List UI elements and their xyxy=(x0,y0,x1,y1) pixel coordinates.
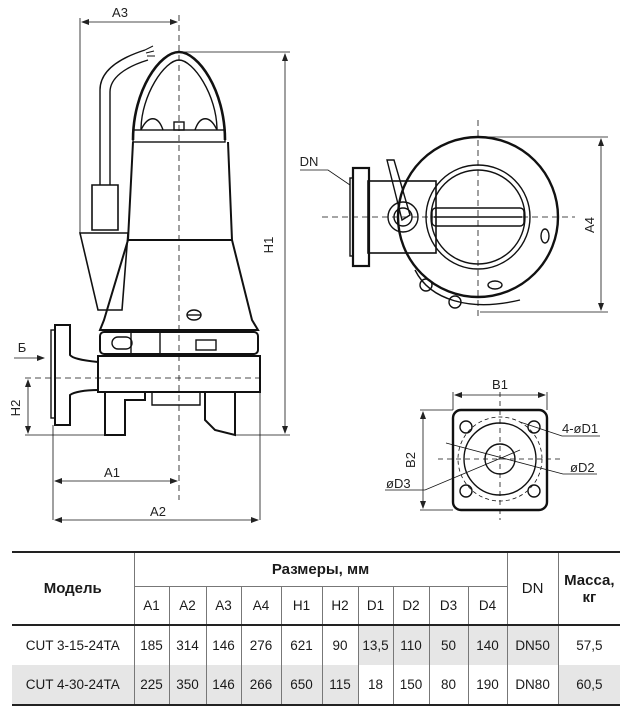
cell-dn: DN50 xyxy=(506,625,559,665)
cell-a1: 185 xyxy=(133,625,169,665)
cell-mass: 57,5 xyxy=(557,625,621,665)
header-a3: A3 xyxy=(205,586,241,625)
cell-a4: 266 xyxy=(240,665,281,705)
header-a4: A4 xyxy=(240,586,281,625)
header-mass: Масса, кг xyxy=(557,552,621,625)
header-d4: D4 xyxy=(467,586,508,625)
table-row: CUT 4-30-24TA 225 350 146 266 650 115 18… xyxy=(12,665,621,705)
label-a2: A2 xyxy=(150,504,166,519)
pump-side-view xyxy=(14,15,290,523)
cell-d4: 190 xyxy=(467,665,508,705)
cell-d2: 150 xyxy=(392,665,429,705)
cell-model: CUT 4-30-24TA xyxy=(12,665,134,705)
cell-a3: 146 xyxy=(205,665,241,705)
cell-mass: 60,5 xyxy=(557,665,621,705)
header-model: Модель xyxy=(43,580,102,597)
cell-d2: 110 xyxy=(392,625,429,665)
cell-model: CUT 3-15-24TA xyxy=(25,638,120,653)
header-d2: D2 xyxy=(392,586,429,625)
label-h1: H1 xyxy=(261,237,276,254)
cell-a1: 225 xyxy=(133,665,169,705)
label-d1: 4-øD1 xyxy=(562,421,598,436)
label-h2: H2 xyxy=(8,400,23,417)
header-a2: A2 xyxy=(168,586,206,625)
cell-dn: DN80 xyxy=(506,665,559,705)
cell-d1: 18 xyxy=(357,665,393,705)
pump-top-view xyxy=(300,120,608,320)
label-b2: B2 xyxy=(403,452,418,468)
pump-dimension-drawing: A3 H1 Б H2 A1 A2 DN A4 xyxy=(8,5,608,523)
cell-a2: 314 xyxy=(168,625,206,665)
label-d3: øD3 xyxy=(386,476,411,491)
cell-d3: 80 xyxy=(428,665,468,705)
header-a1: A1 xyxy=(133,586,169,625)
specifications-table: Модель Размеры, мм DN Масса, кг A1 A2 A3… xyxy=(12,551,621,706)
label-b1: B1 xyxy=(492,377,508,392)
header-dimensions: Размеры, мм xyxy=(133,552,508,587)
label-a4: A4 xyxy=(582,217,597,233)
cell-h2: 115 xyxy=(321,665,358,705)
header-h1: H1 xyxy=(280,586,322,625)
cell-h1: 621 xyxy=(280,625,322,665)
header-dn: DN xyxy=(506,552,559,625)
cell-h2: 90 xyxy=(321,625,358,665)
cell-a2: 350 xyxy=(168,665,206,705)
label-d2: øD2 xyxy=(570,460,595,475)
header-d1: D1 xyxy=(357,586,393,625)
label-a1: A1 xyxy=(104,465,120,480)
cell-d3: 50 xyxy=(428,625,468,665)
cell-d4: 140 xyxy=(467,625,508,665)
cell-a3: 146 xyxy=(205,625,241,665)
cell-h1: 650 xyxy=(280,665,322,705)
label-b-arrow: Б xyxy=(18,340,27,355)
cell-a4: 276 xyxy=(240,625,281,665)
header-h2: H2 xyxy=(321,586,358,625)
label-dn: DN xyxy=(300,154,319,169)
cell-d1: 13,5 xyxy=(357,625,393,665)
label-a3: A3 xyxy=(112,5,128,20)
table-row: CUT 3-15-24TA 185 314 146 276 621 90 13,… xyxy=(12,625,621,665)
header-d3: D3 xyxy=(428,586,468,625)
flange-view xyxy=(385,392,600,520)
